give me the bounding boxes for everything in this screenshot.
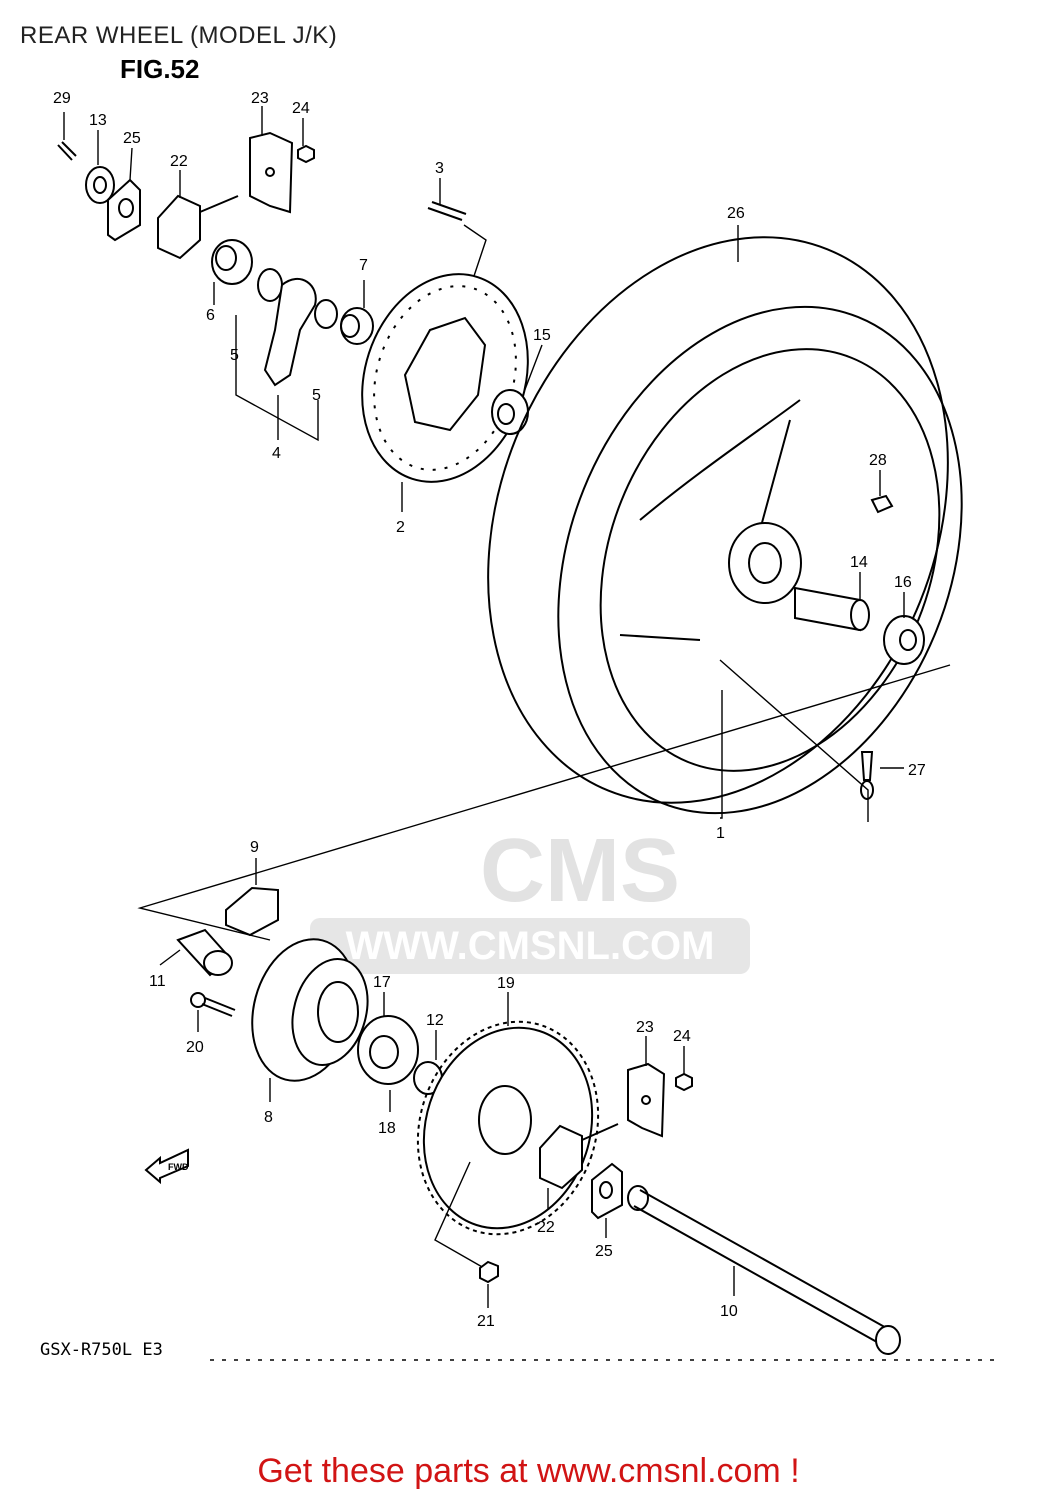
part-cush-rubber bbox=[225, 858, 279, 937]
callout-16: 16 bbox=[894, 574, 912, 591]
callout-1: 1 bbox=[716, 825, 725, 842]
callout-25-upper: 25 bbox=[123, 130, 141, 147]
page-title: REAR WHEEL (MODEL J/K) bbox=[20, 22, 338, 49]
callout-4: 4 bbox=[272, 445, 281, 462]
part-collar bbox=[340, 280, 374, 345]
part-rear-axle bbox=[627, 1185, 901, 1355]
callout-22-upper: 22 bbox=[170, 153, 188, 170]
part-adjuster-cover-lower bbox=[627, 1036, 666, 1138]
part-disc-bolt bbox=[427, 178, 487, 277]
callout-19: 19 bbox=[497, 975, 515, 992]
fwd-label: FWD bbox=[168, 1162, 189, 1172]
part-nut-upper bbox=[297, 118, 315, 164]
callout-2: 2 bbox=[396, 519, 405, 536]
callout-15: 15 bbox=[533, 327, 551, 344]
callout-29: 29 bbox=[53, 90, 71, 107]
callout-13: 13 bbox=[89, 112, 107, 129]
callout-5-left: 5 bbox=[230, 347, 239, 364]
callout-17: 17 bbox=[373, 974, 391, 991]
figure-number: FIG.52 bbox=[120, 54, 200, 84]
part-nut-lower bbox=[675, 1046, 693, 1092]
callout-12: 12 bbox=[426, 1012, 444, 1029]
callout-11: 11 bbox=[149, 973, 166, 990]
assembly-leaders-1 bbox=[137, 659, 951, 941]
part-cotter-pin bbox=[57, 112, 77, 161]
part-wheel-axle-sleeve bbox=[794, 572, 870, 632]
part-spacer bbox=[211, 239, 253, 305]
watermark-url: WWW.CMSNL.COM bbox=[310, 918, 750, 974]
callout-23-lower: 23 bbox=[636, 1019, 654, 1036]
part-wheel-rim bbox=[599, 348, 941, 772]
callout-8: 8 bbox=[264, 1109, 273, 1126]
callout-26: 26 bbox=[727, 205, 745, 222]
callout-24-lower: 24 bbox=[673, 1028, 691, 1045]
part-adjuster-cover-upper bbox=[249, 106, 294, 214]
callout-24-upper: 24 bbox=[292, 100, 310, 117]
callout-25-lower: 25 bbox=[595, 1243, 613, 1260]
part-adjuster-plate-lower bbox=[591, 1162, 623, 1238]
callout-18: 18 bbox=[378, 1120, 396, 1137]
callout-20: 20 bbox=[186, 1039, 204, 1056]
part-sprocket-mount-bolt bbox=[190, 992, 236, 1032]
callout-10: 10 bbox=[720, 1303, 738, 1320]
part-chain-adjuster-upper bbox=[157, 170, 239, 260]
callout-3: 3 bbox=[435, 160, 444, 177]
callout-9: 9 bbox=[250, 839, 259, 856]
footer-parts-link[interactable]: Get these parts at www.cmsnl.com ! bbox=[257, 1452, 800, 1490]
callout-27: 27 bbox=[908, 762, 926, 779]
part-adjuster-plate-upper bbox=[107, 147, 141, 242]
forward-direction-arrow-icon: FWD bbox=[144, 1148, 189, 1185]
part-brake-disc bbox=[361, 273, 529, 512]
callout-21: 21 bbox=[477, 1313, 495, 1330]
part-sprocket-mounting-drum bbox=[251, 938, 369, 1102]
callout-5-right: 5 bbox=[312, 387, 321, 404]
part-axle-nut bbox=[85, 130, 115, 204]
callout-22-lower: 22 bbox=[537, 1219, 555, 1236]
part-sprocket-bearing bbox=[357, 992, 419, 1112]
part-balancer-weight bbox=[870, 470, 894, 514]
part-bearing-spacer bbox=[413, 1030, 443, 1095]
callout-23-upper: 23 bbox=[251, 90, 269, 107]
model-code: GSX-R750L E3 bbox=[40, 1340, 163, 1360]
callout-6: 6 bbox=[206, 307, 215, 324]
watermark-brand: CMS bbox=[480, 821, 680, 921]
part-rear-tire bbox=[487, 225, 963, 815]
part-caliper-bracket bbox=[235, 268, 338, 442]
callout-7: 7 bbox=[359, 257, 368, 274]
part-bearing-right bbox=[883, 592, 925, 665]
callout-14: 14 bbox=[850, 554, 868, 571]
part-spacer-lower bbox=[159, 928, 233, 977]
part-sprocket-nut bbox=[479, 1260, 499, 1308]
part-chain-adjuster-lower bbox=[539, 1123, 619, 1210]
part-rear-sprocket bbox=[416, 992, 600, 1269]
callout-28: 28 bbox=[869, 452, 887, 469]
